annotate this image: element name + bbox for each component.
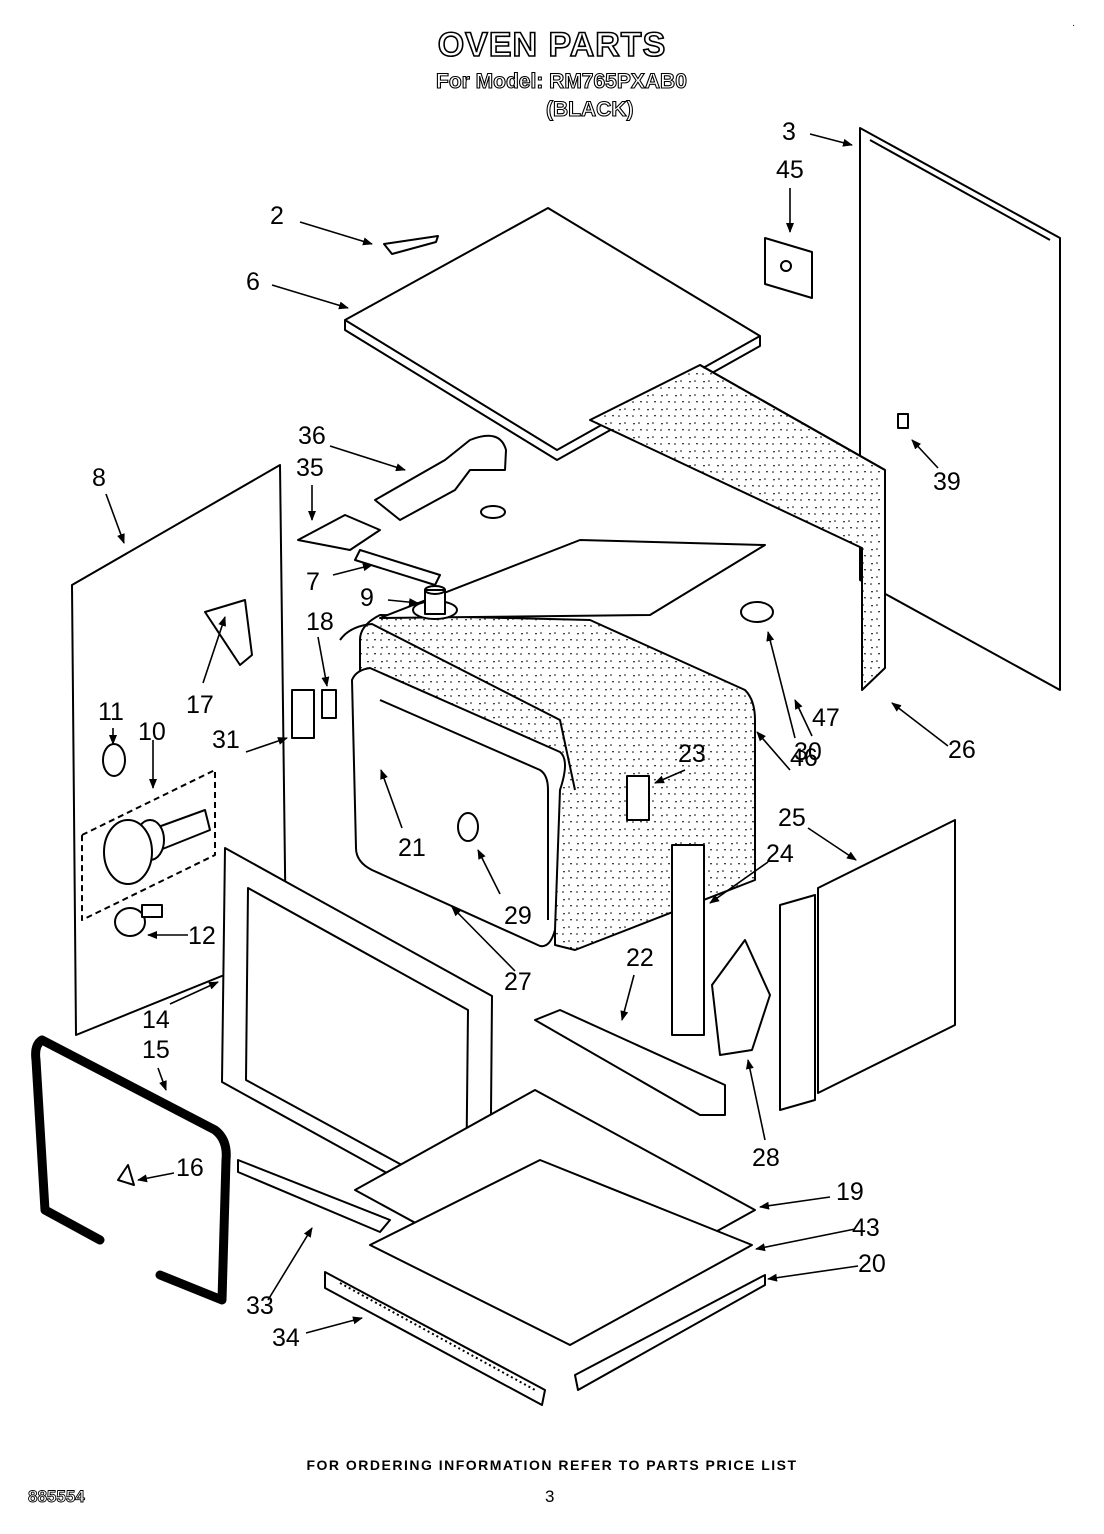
callout-36: 36 (298, 422, 326, 450)
callout-45: 45 (776, 156, 804, 184)
bottom-trim (237, 1159, 391, 1233)
callout-19: 19 (836, 1178, 864, 1206)
thermostat-knob (412, 585, 458, 620)
callout-22: 22 (626, 944, 654, 972)
callout-7: 7 (306, 568, 320, 596)
document-number: 885554 (28, 1487, 86, 1507)
callout-29: 29 (504, 902, 532, 930)
callout-3: 3 (782, 118, 796, 146)
callout-20: 20 (858, 1250, 886, 1278)
leader-arrows (105, 133, 949, 1334)
switch-block (321, 689, 337, 719)
callout-21: 21 (398, 834, 426, 862)
callout-24: 24 (766, 840, 794, 868)
model-line: For Model: RM765PXAB0 (435, 69, 687, 93)
oven-body (339, 539, 766, 951)
light-socket (103, 809, 211, 885)
socket-outline (81, 769, 216, 921)
light-lens (457, 812, 479, 842)
callout-14: 14 (142, 1006, 170, 1034)
callout-23: 23 (678, 740, 706, 768)
callout-25: 25 (778, 804, 806, 832)
top-clip (383, 235, 439, 255)
variant-label: (BLACK) (545, 97, 634, 121)
rear-insulated-wall (589, 364, 886, 691)
callout-2: 2 (270, 202, 284, 230)
top-strip (354, 549, 441, 586)
door-hinge (711, 939, 771, 1056)
vent-duct (374, 434, 507, 521)
page-number: 3 (545, 1487, 555, 1506)
lower-brace (534, 1009, 726, 1116)
callout-47: 47 (812, 704, 840, 732)
callout-43: 43 (852, 1214, 880, 1242)
rear-clip (897, 413, 909, 429)
callout-34: 34 (272, 1324, 300, 1352)
callout-46: 46 (790, 744, 818, 772)
callout-27: 27 (504, 968, 532, 996)
sensor-bracket (626, 775, 650, 821)
callout-11: 11 (98, 698, 124, 726)
callout-28: 28 (752, 1144, 780, 1172)
baffle (297, 514, 381, 551)
callout-10: 10 (138, 718, 166, 746)
page-title: OVEN PARTS (437, 25, 667, 65)
callout-12: 12 (188, 922, 216, 950)
callout-9: 9 (360, 584, 374, 612)
light-switch (291, 689, 315, 739)
socket-gasket (102, 743, 126, 777)
right-side-panel (779, 819, 956, 1111)
gasket-clip (117, 1164, 135, 1186)
corner-mark: · (1072, 20, 1076, 31)
callout-35: 35 (296, 454, 324, 482)
callout-8: 8 (92, 464, 106, 492)
callout-39: 39 (933, 468, 961, 496)
door-gasket (31, 1035, 231, 1305)
callout-30: 30 (794, 738, 822, 766)
mounting-bracket (764, 237, 813, 299)
ordering-notice: FOR ORDERING INFORMATION REFER TO PARTS … (306, 1457, 798, 1473)
callout-33: 33 (246, 1292, 274, 1320)
rear-panel (859, 127, 1061, 691)
bottom-tray (369, 1159, 753, 1346)
vent-cap (740, 601, 774, 623)
light-bulb (114, 904, 163, 937)
callout-26: 26 (948, 736, 976, 764)
callout-6: 6 (246, 268, 260, 296)
callout-18: 18 (306, 608, 334, 636)
hinge-plate (671, 844, 705, 1036)
callout-15: 15 (142, 1036, 170, 1064)
side-bracket (204, 599, 253, 666)
callout-17: 17 (186, 691, 214, 719)
callout-16: 16 (176, 1154, 204, 1182)
vent-grille (324, 1271, 546, 1406)
callout-labels: 2367891011121415161718192021222324252627… (92, 118, 976, 1352)
front-rail (574, 1274, 766, 1391)
callout-31: 31 (212, 726, 240, 754)
